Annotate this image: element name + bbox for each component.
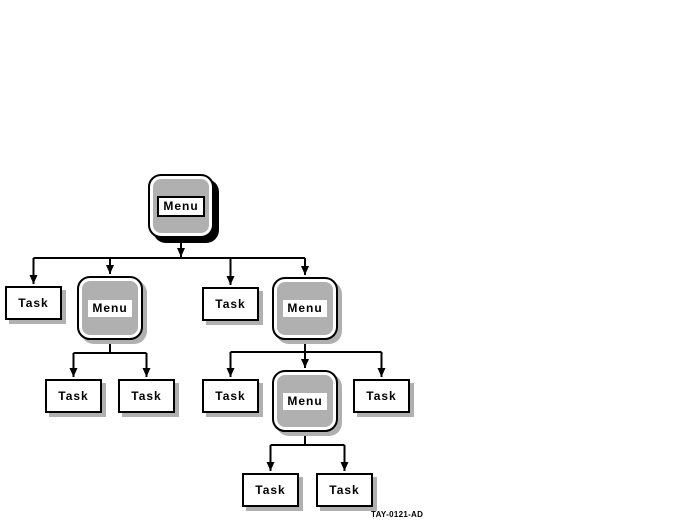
task-node-label: Task — [329, 483, 360, 497]
task-node-label: Task — [255, 483, 286, 497]
task-node-g: Task — [202, 379, 259, 413]
task-node-c: Task — [202, 287, 259, 321]
menu-node-label: Menu — [283, 300, 327, 317]
task-node-label: Task — [18, 296, 49, 310]
task-node-label: Task — [58, 389, 89, 403]
menu-node-label: Menu — [283, 392, 327, 410]
task-node-label: Task — [366, 389, 397, 403]
connectors-menu-b — [69, 339, 151, 377]
menu-node-b: Menu — [77, 276, 143, 340]
connectors-menu-h — [266, 431, 349, 471]
menu-node-root: Menu — [148, 174, 214, 238]
task-node-f: Task — [118, 379, 175, 413]
menu-node-label: Menu — [157, 195, 205, 217]
menu-fill: Menu — [153, 179, 209, 233]
menu-fill: Menu — [277, 282, 333, 335]
connectors-root — [29, 238, 309, 285]
menu-fill: Menu — [82, 281, 138, 335]
figure-reference-code: TAY-0121-AD — [371, 510, 424, 519]
connectors-menu-d — [226, 339, 386, 377]
task-node-label: Task — [215, 297, 246, 311]
task-node-k: Task — [316, 473, 373, 507]
task-node-e: Task — [45, 379, 102, 413]
menu-node-h: Menu — [272, 370, 338, 432]
task-node-a: Task — [5, 286, 62, 320]
task-node-j: Task — [242, 473, 299, 507]
task-node-label: Task — [215, 389, 246, 403]
menu-fill: Menu — [277, 375, 333, 427]
task-node-label: Task — [131, 389, 162, 403]
menu-node-d: Menu — [272, 277, 338, 340]
menu-node-label: Menu — [88, 299, 132, 317]
task-node-i: Task — [353, 379, 410, 413]
